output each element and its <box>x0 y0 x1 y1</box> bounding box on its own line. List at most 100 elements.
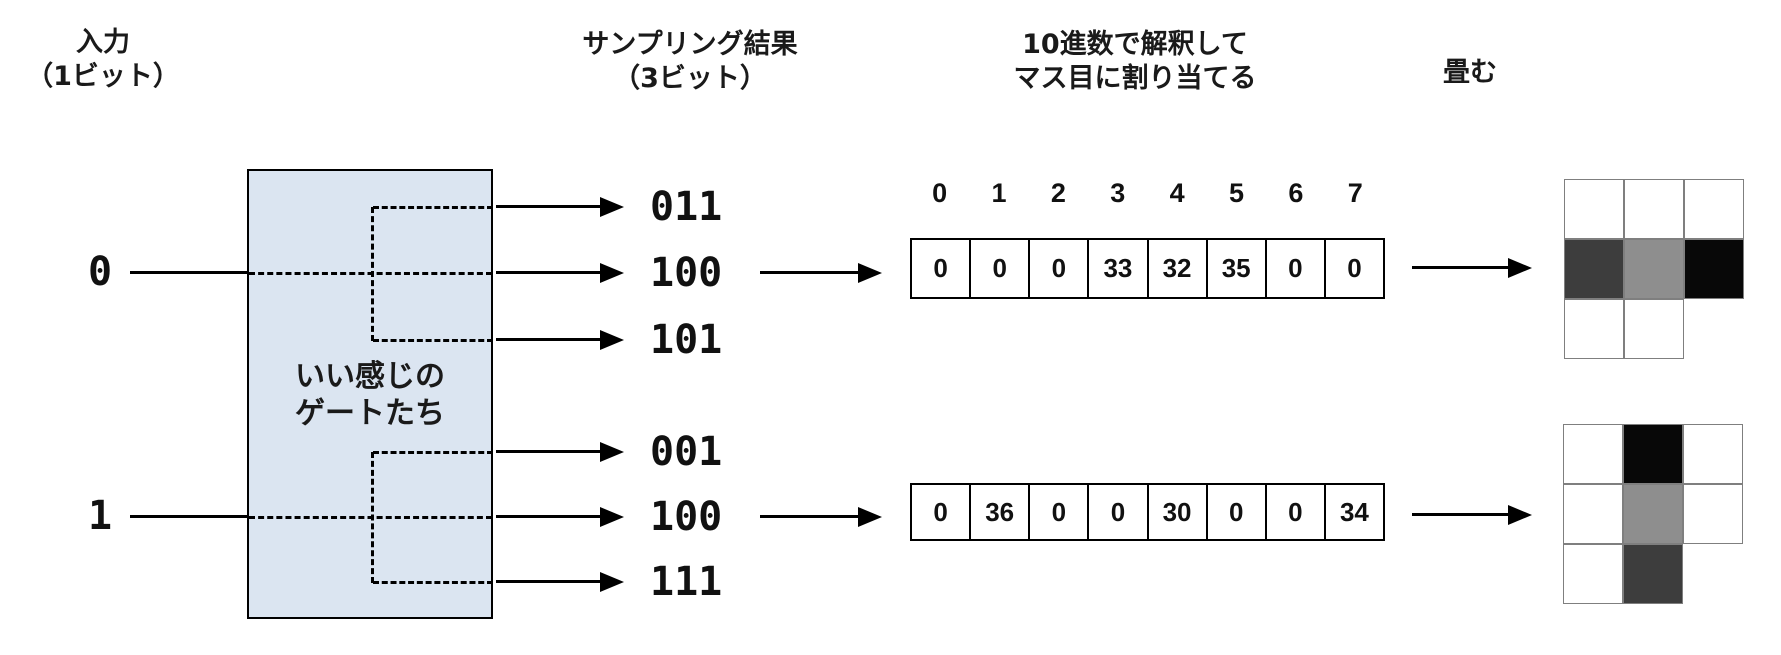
grid-cell <box>1684 239 1744 299</box>
grid-cell <box>1564 299 1624 359</box>
decimal-table-flow0: 0 0 0 33 32 35 0 0 <box>910 238 1385 299</box>
input-1-wire <box>130 515 247 518</box>
table-cell: 34 <box>1339 496 1369 527</box>
table-cell: 0 <box>1208 485 1267 539</box>
table-cell: 36 <box>971 485 1031 539</box>
sample-value: 011 <box>650 184 723 230</box>
fold-arrow-head <box>1508 258 1532 278</box>
table-cell: 0 <box>1030 240 1090 297</box>
grid-cell <box>1563 544 1623 604</box>
sample-value: 111 <box>650 559 723 605</box>
table-cell: 0 <box>971 240 1031 297</box>
dashed-wire-flow0-top <box>373 206 493 209</box>
dashed-wire-flow1-main <box>249 516 492 519</box>
cell-index: 3 <box>1110 178 1126 208</box>
sample-arrow-line <box>496 580 602 583</box>
grid-cell <box>1683 484 1743 544</box>
column-title-sampling: サンプリング結果 （3ビット） <box>530 28 850 96</box>
input-bit-1-label: 1 <box>87 493 113 539</box>
dashed-wire-flow0-vertical <box>371 207 374 341</box>
sample-arrow-head <box>600 442 624 462</box>
grid-cell <box>1563 424 1623 484</box>
dashed-wire-flow1-vertical <box>371 452 374 583</box>
sample-arrow-head <box>600 507 624 527</box>
gate-box-label-line2: ゲートたち <box>295 396 445 431</box>
sample-arrow-line <box>496 338 602 341</box>
table-cell: 32 <box>1149 240 1208 297</box>
sample-arrow-head <box>600 572 624 592</box>
grid-cell <box>1623 484 1683 544</box>
grid-cell <box>1563 484 1623 544</box>
column-title-input-line2: （1ビット） <box>26 61 180 92</box>
sample-value: 101 <box>650 317 723 363</box>
grid-cell <box>1623 424 1683 484</box>
table-cell: 0 <box>1089 485 1149 539</box>
sample-arrow-head <box>600 197 624 217</box>
gate-box-label: いい感じの ゲートたち <box>247 358 493 432</box>
fold-arrow-line <box>1412 266 1510 269</box>
grid-cell <box>1564 179 1624 239</box>
sample-arrow-line <box>496 271 602 274</box>
dashed-wire-flow0-bottom <box>373 339 493 342</box>
table-cell: 33 <box>1089 240 1149 297</box>
column-title-fold: 畳む <box>1400 56 1540 90</box>
input-bit-0-label: 0 <box>87 249 113 295</box>
table-cell: 0 <box>1267 485 1326 539</box>
pixel-grid-flow0 <box>1564 179 1744 359</box>
grid-cell <box>1624 179 1684 239</box>
column-title-input-line1: 入力 <box>76 27 130 58</box>
sample-value: 001 <box>650 429 723 475</box>
cell-index: 6 <box>1288 178 1304 208</box>
sample-arrow-head <box>600 330 624 350</box>
fold-arrow-line <box>1412 513 1510 516</box>
sample-arrow-line <box>496 205 602 208</box>
table-cell: 0 <box>1347 253 1362 283</box>
sample-value: 100 <box>650 250 723 296</box>
table-arrow-head <box>858 507 882 527</box>
grid-cell <box>1684 299 1744 359</box>
decimal-table-flow1: 0 36 0 0 30 0 0 34 <box>910 483 1385 541</box>
cell-index: 7 <box>1347 178 1363 208</box>
table-arrow-line <box>760 271 860 274</box>
dashed-wire-flow0-main <box>249 272 492 275</box>
table-cell: 35 <box>1208 240 1267 297</box>
column-title-sampling-line1: サンプリング結果 <box>582 29 798 60</box>
grid-cell <box>1624 299 1684 359</box>
grid-cell <box>1683 544 1743 604</box>
sample-arrow-line <box>496 450 602 453</box>
sample-arrow-head <box>600 263 624 283</box>
cell-index: 2 <box>1050 178 1066 208</box>
input-0-wire <box>130 271 247 274</box>
column-title-sampling-line2: （3ビット） <box>613 63 767 94</box>
cell-index: 1 <box>991 178 1007 208</box>
sample-value: 100 <box>650 494 723 540</box>
cell-index: 5 <box>1229 178 1245 208</box>
gate-box-label-line1: いい感じの <box>295 359 445 394</box>
column-title-decimal-line1: 10進数で解釈して <box>1022 29 1248 60</box>
table-cell: 0 <box>912 485 972 539</box>
table-arrow-head <box>858 263 882 283</box>
grid-cell <box>1624 239 1684 299</box>
dashed-wire-flow1-top <box>373 451 493 454</box>
column-title-decimal: 10進数で解釈して マス目に割り当てる <box>975 28 1295 96</box>
column-title-fold-line1: 畳む <box>1443 57 1497 88</box>
grid-cell <box>1684 179 1744 239</box>
grid-cell <box>1564 239 1624 299</box>
cell-index: 4 <box>1169 178 1185 208</box>
table-cell: 0 <box>1030 485 1090 539</box>
grid-cell <box>1623 544 1683 604</box>
table-arrow-line <box>760 515 860 518</box>
table-cell: 0 <box>1267 240 1326 297</box>
dashed-wire-flow1-bottom <box>373 581 493 584</box>
column-title-input: 入力 （1ビット） <box>8 26 198 94</box>
cell-index-row: 0 1 2 3 4 5 6 7 <box>910 178 1385 208</box>
sample-arrow-line <box>496 515 602 518</box>
grid-cell <box>1683 424 1743 484</box>
fold-arrow-head <box>1508 505 1532 525</box>
column-title-decimal-line2: マス目に割り当てる <box>1013 63 1257 94</box>
cell-index: 0 <box>932 178 948 208</box>
pixel-grid-flow1 <box>1563 424 1743 604</box>
gate-box <box>247 169 493 619</box>
table-cell: 0 <box>912 240 972 297</box>
